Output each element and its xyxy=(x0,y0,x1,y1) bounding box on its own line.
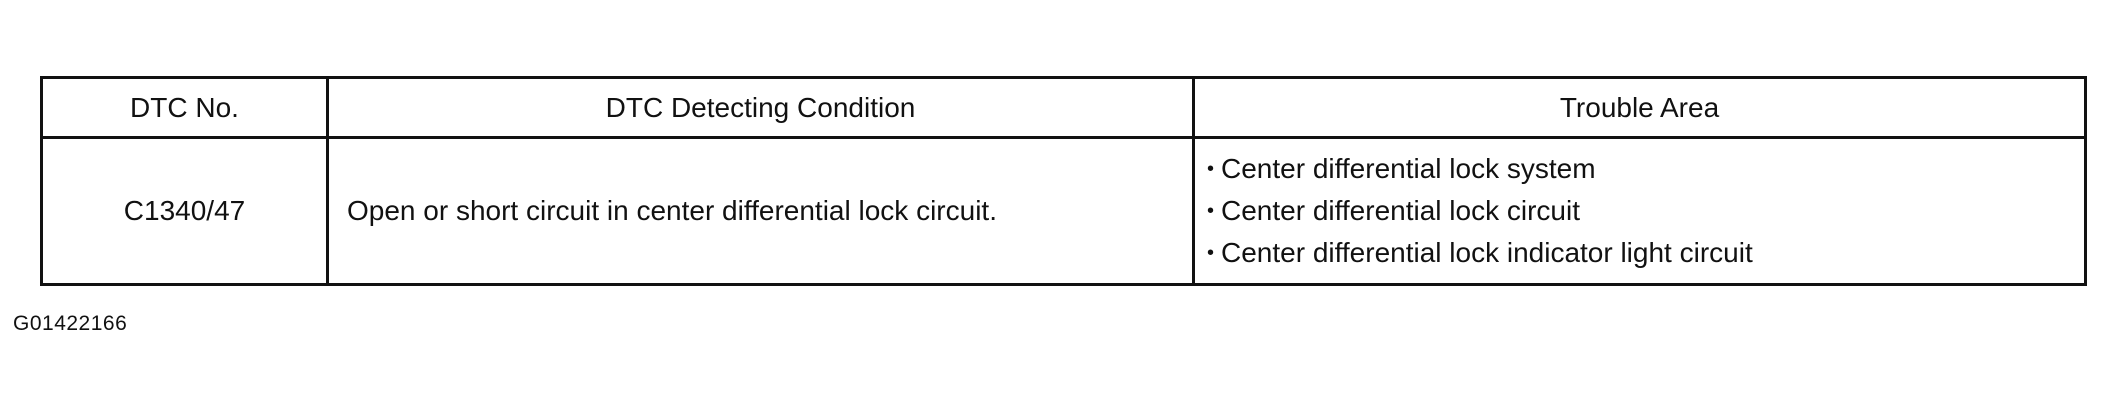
detecting-condition-cell: Open or short circuit in center differen… xyxy=(326,136,1195,286)
header-detecting-condition: DTC Detecting Condition xyxy=(326,76,1195,139)
trouble-area-list: • Center differential lock system • Center… xyxy=(1207,148,2084,274)
bullet-icon: • xyxy=(1207,200,1215,222)
list-item: • Center differential lock circuit xyxy=(1207,190,2084,232)
table-header-row: DTC No. DTC Detecting Condition Trouble … xyxy=(40,76,2087,139)
dtc-table: DTC No. DTC Detecting Condition Trouble … xyxy=(40,76,2087,286)
list-item: • Center differential lock system xyxy=(1207,148,2084,190)
figure-code: G01422166 xyxy=(13,312,128,335)
dtc-number-cell: C1340/47 xyxy=(40,136,329,286)
trouble-area-text: Center differential lock circuit xyxy=(1221,195,1580,226)
table-row: C1340/47 Open or short circuit in center… xyxy=(40,136,2087,286)
header-trouble-area: Trouble Area xyxy=(1192,76,2087,139)
header-dtc-no: DTC No. xyxy=(40,76,329,139)
bullet-icon: • xyxy=(1207,158,1215,180)
trouble-area-cell: • Center differential lock system • Center… xyxy=(1192,136,2087,286)
trouble-area-text: Center differential lock indicator light… xyxy=(1221,237,1753,268)
bullet-icon: • xyxy=(1207,242,1215,264)
list-item: • Center differential lock indicator ligh… xyxy=(1207,232,2084,274)
trouble-area-text: Center differential lock system xyxy=(1221,153,1596,184)
